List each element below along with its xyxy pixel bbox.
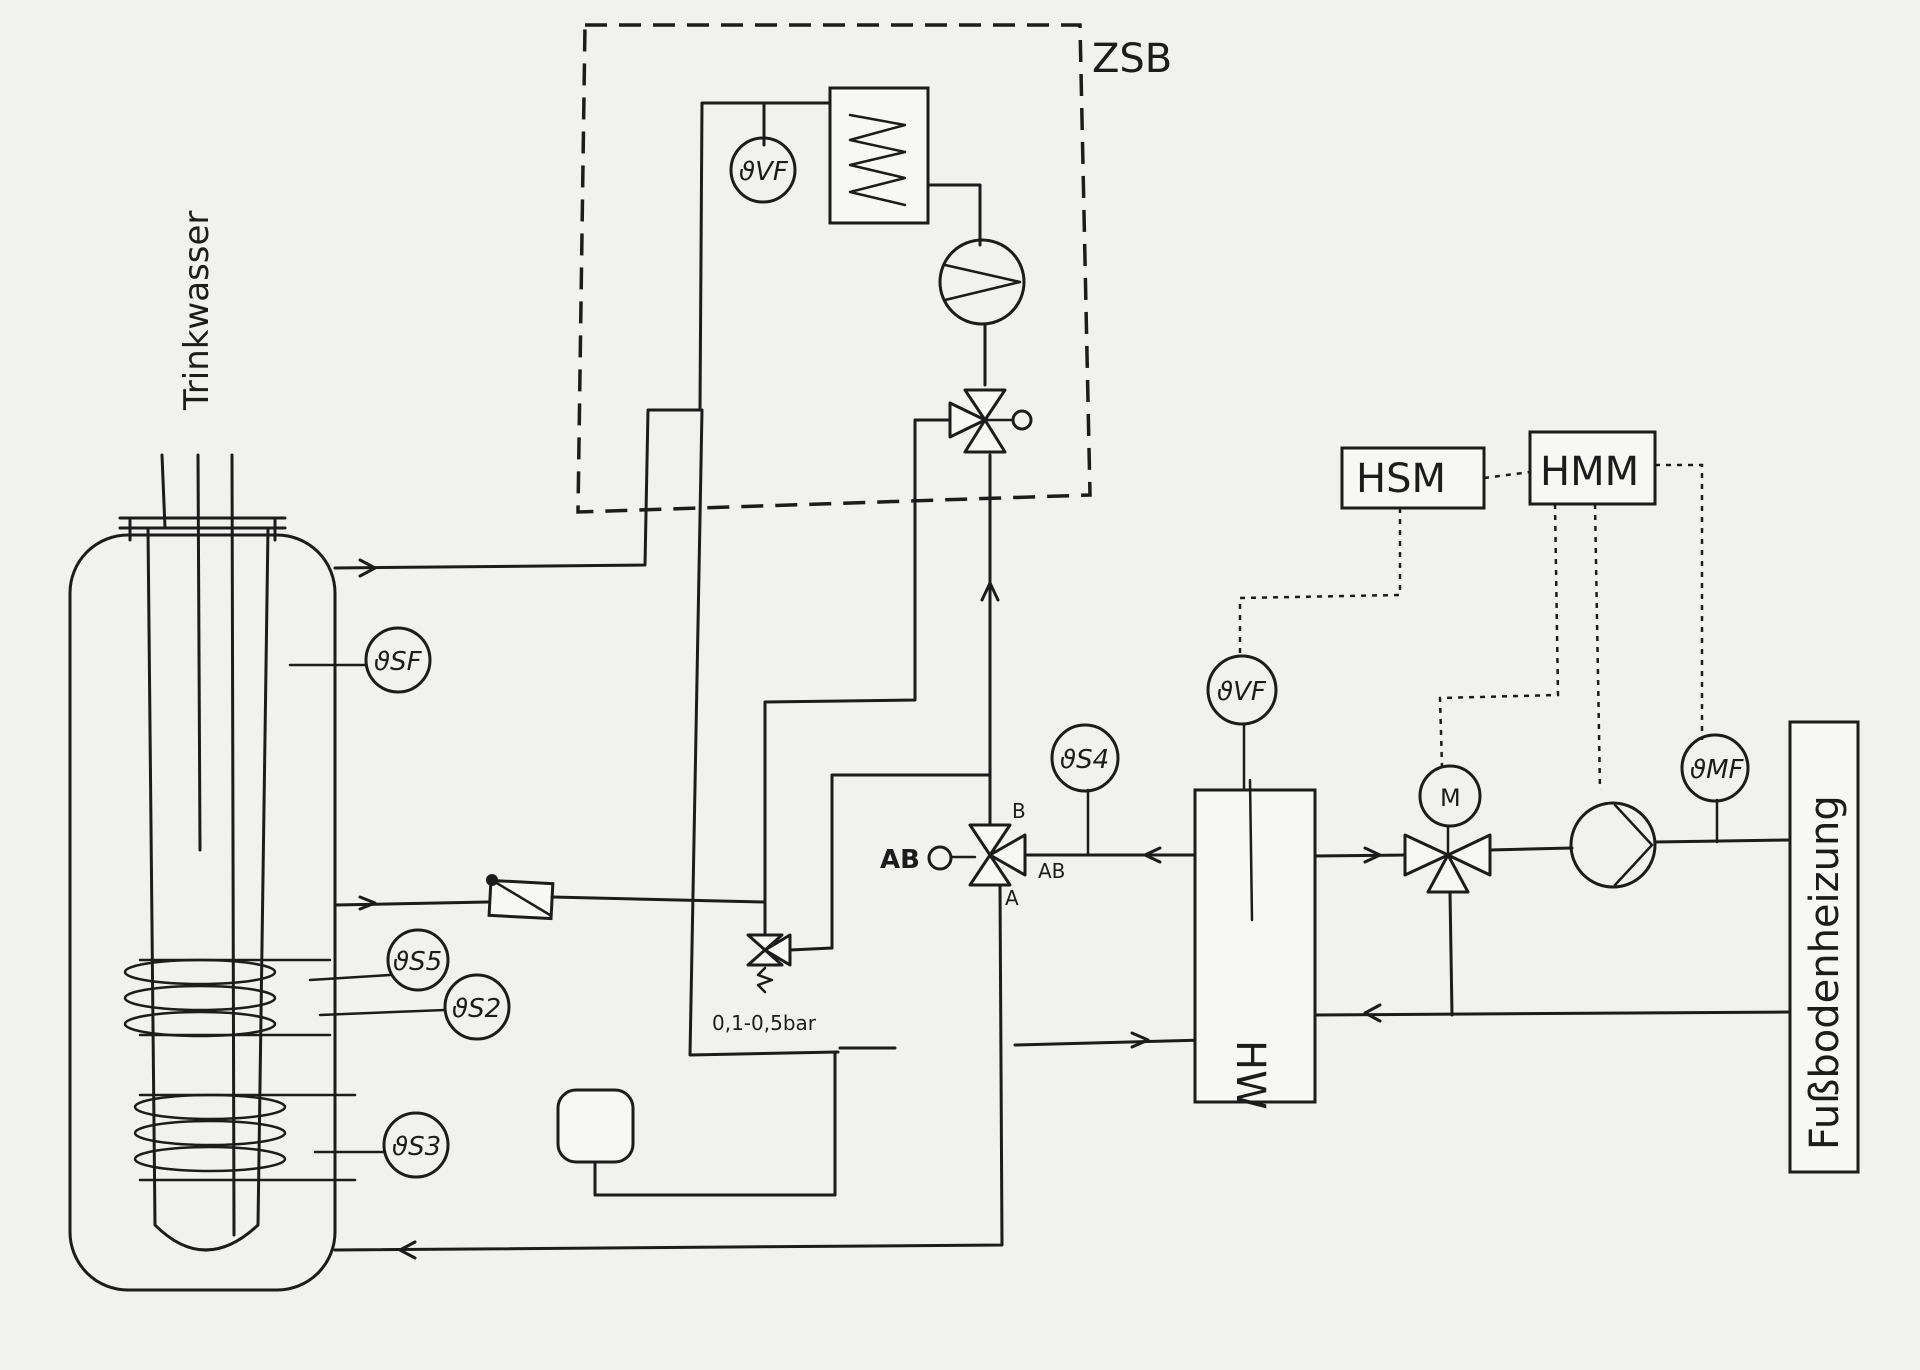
hmm-controller: HMM [1528, 430, 1657, 506]
heating-mixing-valve: M [1403, 764, 1492, 894]
sensor-s2: ϑS2 [318, 973, 511, 1041]
svg-text:ϑVF: ϑVF [1217, 677, 1267, 707]
sensor-mf: ϑMF [1680, 733, 1750, 844]
hsm-controller: HSM [1340, 446, 1486, 510]
svg-text:Fußbodenheizung: Fußbodenheizung [1802, 795, 1848, 1150]
lower-coil [133, 1093, 357, 1182]
sensor-s4: ϑS4 [1050, 723, 1120, 857]
trinkwasser-label: Trinkwasser [177, 211, 217, 411]
svg-text:AB: AB [880, 845, 920, 875]
main-three-way-valve: B A AB AB [880, 799, 1065, 910]
svg-text:ϑS5: ϑS5 [393, 947, 442, 977]
expansion-vessel [556, 1088, 635, 1164]
upper-coil [123, 958, 332, 1038]
boiler-pump [938, 238, 1026, 326]
svg-text:ϑS4: ϑS4 [1060, 745, 1109, 775]
sensor-vf-heating: ϑVF [1206, 654, 1278, 792]
check-valve [486, 874, 555, 921]
svg-text:B: B [1012, 799, 1026, 823]
sensor-s3: ϑS3 [313, 1111, 450, 1179]
svg-text:A: A [1005, 886, 1019, 910]
sensor-s5: ϑS5 [308, 928, 450, 992]
svg-text:ϑSF: ϑSF [374, 647, 423, 677]
zsb-boundary [576, 23, 1092, 514]
svg-text:HW: HW [1227, 1040, 1273, 1110]
svg-text:HMM: HMM [1540, 449, 1639, 495]
safety-valve-label: 0,1-0,5bar [712, 1011, 817, 1035]
zsb-label: ZSB [1092, 36, 1172, 82]
heating-pump [1569, 801, 1657, 889]
svg-text:ϑS3: ϑS3 [392, 1132, 441, 1162]
svg-text:ϑS2: ϑS2 [452, 994, 501, 1024]
floor-heating: Fußbodenheizung [1788, 720, 1860, 1174]
svg-text:ϑMF: ϑMF [1690, 755, 1745, 785]
safety-valve [746, 933, 792, 994]
sensor-vf-boiler: ϑVF [729, 136, 797, 204]
svg-text:M: M [1440, 784, 1461, 812]
svg-text:AB: AB [1038, 859, 1065, 883]
zsb-three-way-valve [948, 388, 1033, 454]
boiler-heater [828, 86, 930, 225]
hw-heat-exchanger: HW [1193, 778, 1317, 1110]
sensor-sf: ϑSF [288, 626, 432, 694]
storage-tank [68, 453, 357, 1292]
svg-text:ϑVF: ϑVF [739, 157, 789, 187]
svg-text:HSM: HSM [1356, 456, 1446, 502]
